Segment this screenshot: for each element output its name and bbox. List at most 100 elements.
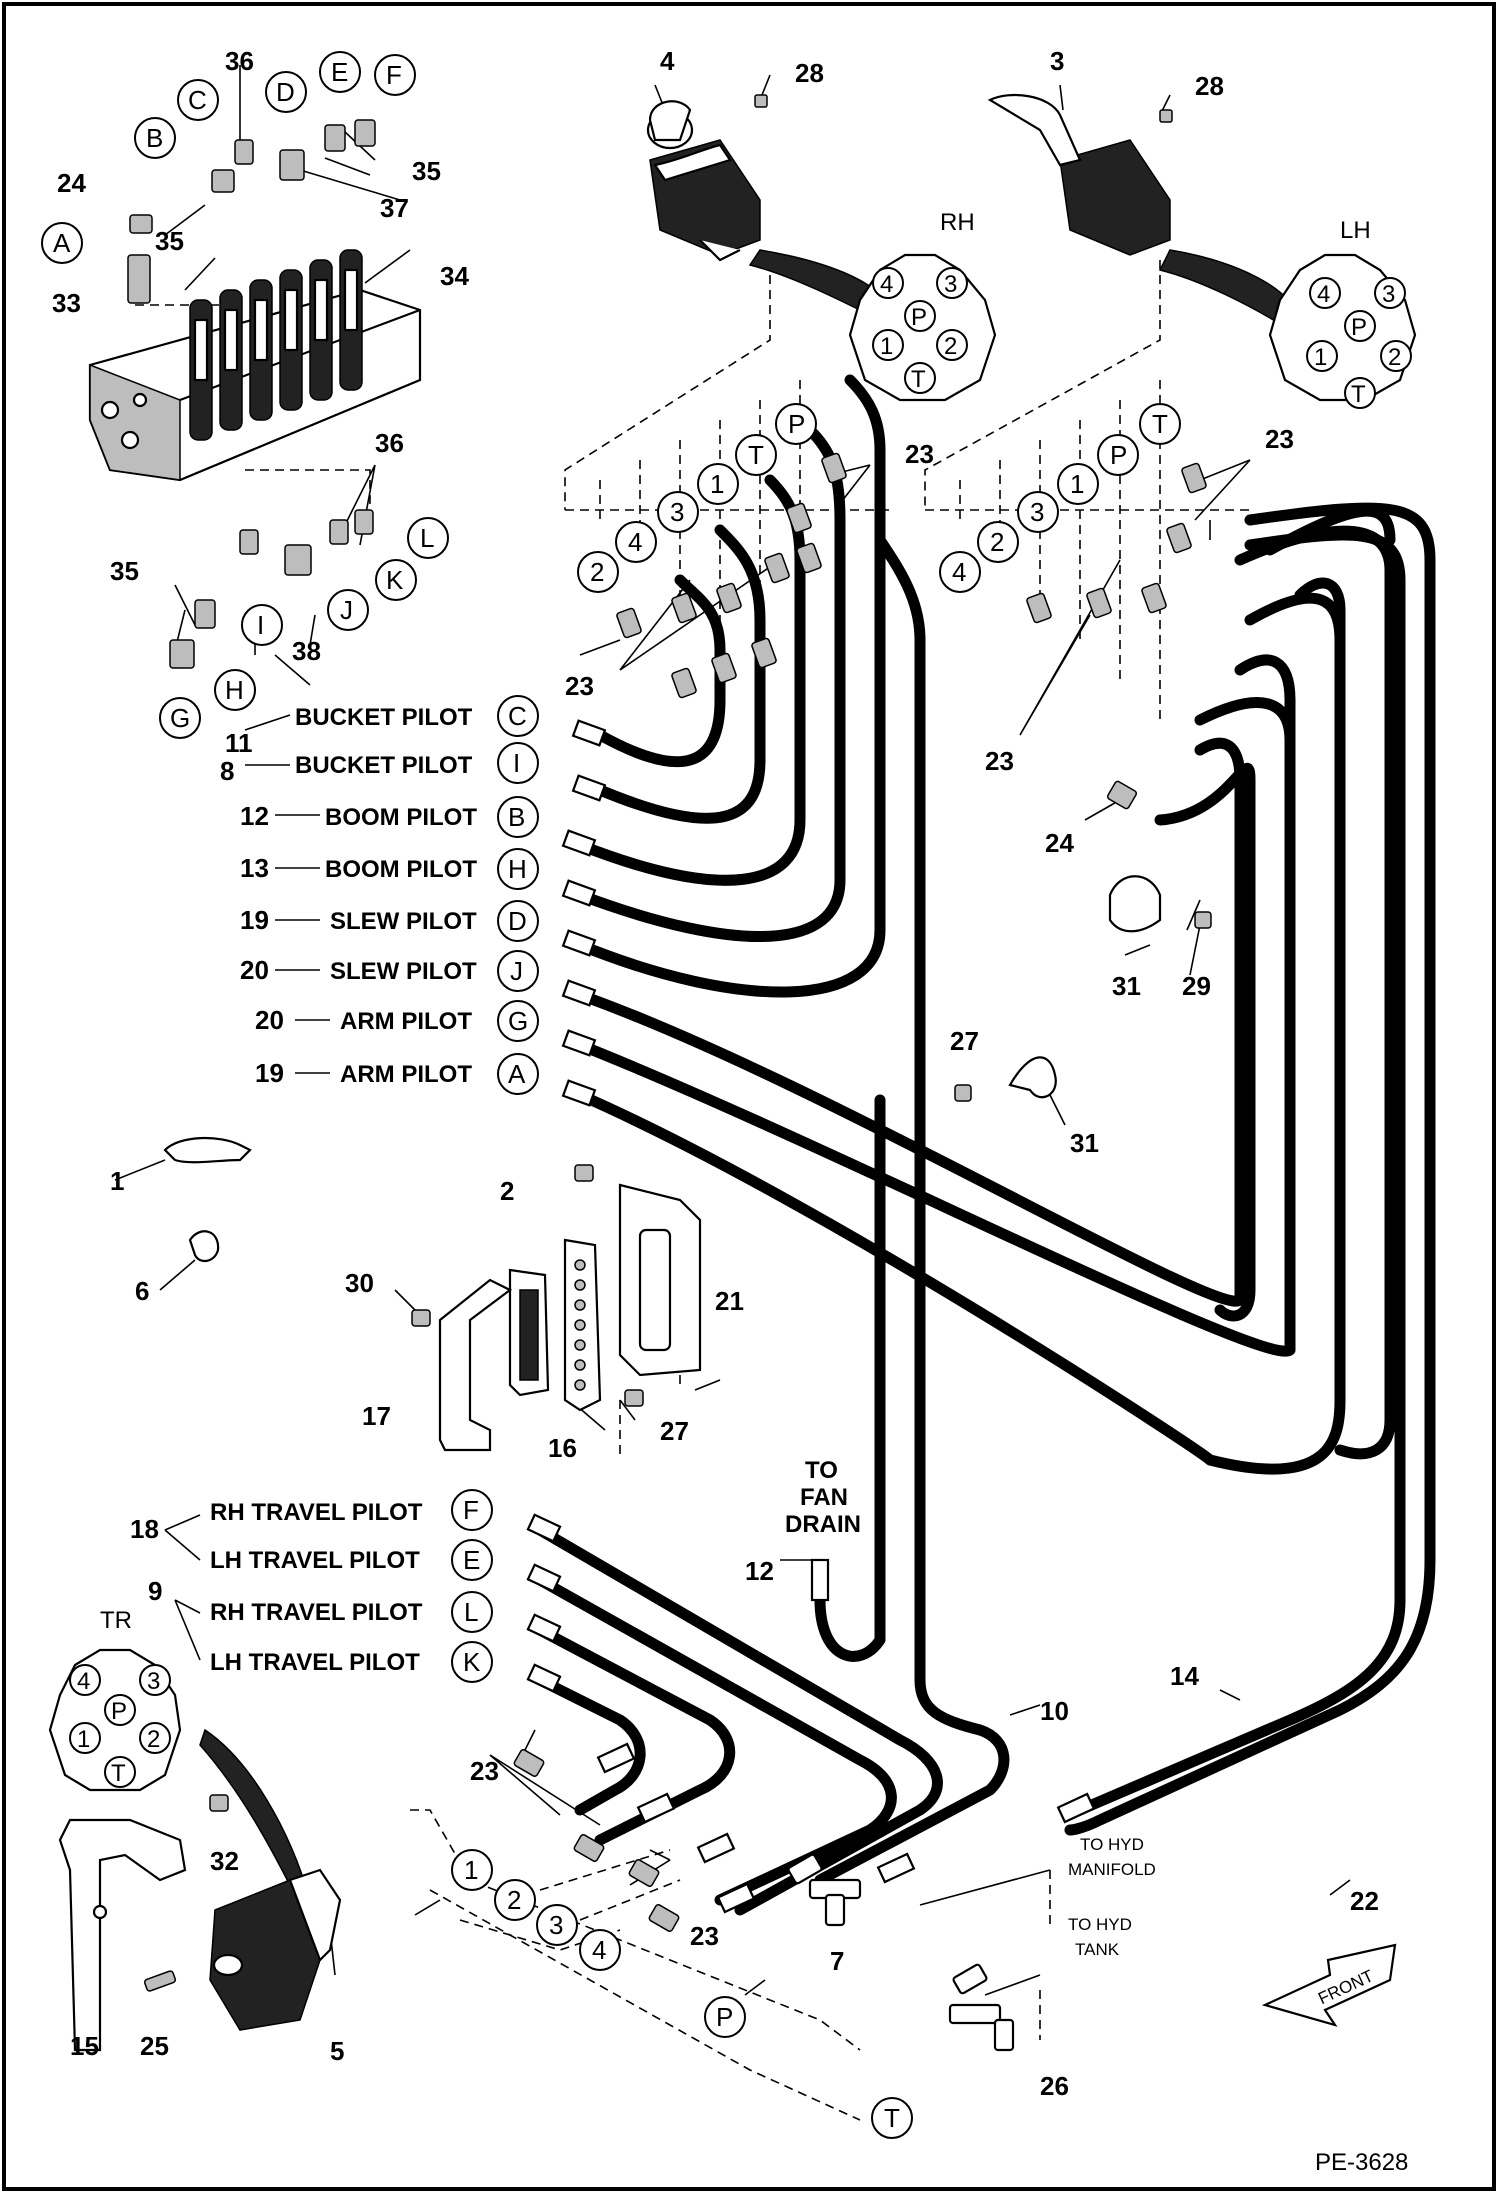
screw-28-rh	[754, 94, 768, 108]
svg-text:3: 3	[147, 1668, 160, 1695]
svg-text:4: 4	[77, 1668, 90, 1695]
svg-text:G: G	[508, 1006, 528, 1036]
tie-band-1	[163, 1137, 252, 1164]
clamp-31-upper	[1108, 875, 1212, 933]
hose-lh-loop-3	[1244, 592, 1346, 1396]
svg-text:19: 19	[240, 905, 269, 935]
hose-arm-a	[574, 577, 1346, 1475]
svg-text:E: E	[331, 57, 348, 87]
svg-text:31: 31	[1070, 1128, 1099, 1158]
svg-text:SLEW PILOT: SLEW PILOT	[330, 958, 477, 985]
svg-text:24: 24	[1045, 828, 1074, 858]
hose-bucket-c	[594, 574, 726, 768]
svg-text:T: T	[748, 440, 764, 470]
svg-text:2: 2	[147, 1726, 160, 1753]
hose-travel-l	[534, 1624, 736, 1846]
svg-text:RH TRAVEL PILOT: RH TRAVEL PILOT	[210, 1599, 423, 1626]
svg-text:P: P	[111, 1698, 127, 1725]
svg-text:I: I	[257, 610, 264, 640]
svg-text:1: 1	[1314, 344, 1327, 371]
hose-travel-k	[534, 1674, 646, 1816]
svg-text:2: 2	[990, 527, 1004, 557]
svg-text:36: 36	[225, 46, 254, 76]
svg-text:T: T	[1152, 409, 1168, 439]
hose-travel-f	[534, 1524, 943, 1916]
svg-text:I: I	[513, 748, 520, 778]
svg-text:35: 35	[110, 556, 139, 586]
hose-lh-loop-4	[1234, 525, 1396, 1460]
svg-text:2: 2	[590, 557, 604, 587]
svg-text:27: 27	[660, 1416, 689, 1446]
svg-text:30: 30	[345, 1268, 374, 1298]
control-valve-34	[88, 249, 422, 482]
lh-title: LH	[1340, 217, 1371, 244]
travel-port-tags: 1 2 3 4	[451, 1849, 621, 1971]
svg-text:SLEW PILOT: SLEW PILOT	[330, 908, 477, 935]
svg-text:P: P	[911, 304, 927, 331]
svg-text:20: 20	[255, 1005, 284, 1035]
valve-port-fittings	[127, 119, 376, 669]
svg-text:12: 12	[240, 801, 269, 831]
lh-joystick-3	[987, 93, 1301, 331]
rh-joystick-4	[646, 100, 891, 321]
svg-text:A: A	[53, 228, 71, 258]
svg-text:F: F	[386, 60, 402, 90]
svg-text:A: A	[508, 1059, 526, 1089]
svg-text:1: 1	[110, 1166, 124, 1196]
svg-text:14: 14	[1170, 1661, 1199, 1691]
svg-text:RH TRAVEL PILOT: RH TRAVEL PILOT	[210, 1499, 423, 1526]
svg-text:33: 33	[52, 288, 81, 318]
rh-port-tags: 2 4 3 1 T P	[577, 403, 817, 593]
svg-text:21: 21	[715, 1286, 744, 1316]
svg-text:E: E	[463, 1545, 480, 1575]
bulkhead-assembly	[411, 1164, 702, 1452]
svg-text:3: 3	[670, 497, 684, 527]
svg-text:27: 27	[950, 1026, 979, 1056]
svg-text:G: G	[170, 703, 190, 733]
hose-slew-j	[574, 737, 1246, 1307]
plug-6	[188, 1230, 220, 1263]
hose-lh-loop-2	[1194, 697, 1296, 1346]
svg-text:B: B	[146, 123, 163, 153]
svg-text:L: L	[420, 523, 434, 553]
svg-text:BOOM PILOT: BOOM PILOT	[325, 804, 477, 831]
hose-arm-g	[574, 654, 1296, 1357]
svg-text:TANK: TANK	[1075, 1940, 1120, 1959]
svg-text:H: H	[225, 675, 244, 705]
svg-text:15: 15	[70, 2031, 99, 2061]
svg-text:T: T	[911, 366, 926, 393]
svg-text:3: 3	[944, 271, 957, 298]
svg-text:TO HYD: TO HYD	[1080, 1835, 1144, 1854]
svg-text:T: T	[884, 2103, 900, 2133]
svg-text:22: 22	[1350, 1886, 1379, 1916]
svg-text:20: 20	[240, 955, 269, 985]
svg-text:3: 3	[1050, 46, 1064, 76]
hose-lh-loop-1	[1154, 762, 1256, 1322]
tee-fitting-7	[787, 1853, 862, 1927]
svg-text:ARM PILOT: ARM PILOT	[340, 1061, 472, 1088]
drawing-id: PE-3628	[1315, 2149, 1408, 2176]
svg-text:25: 25	[140, 2031, 169, 2061]
svg-text:D: D	[276, 77, 295, 107]
rh-title: RH	[940, 209, 975, 236]
svg-text:23: 23	[1265, 424, 1294, 454]
svg-text:BOOM PILOT: BOOM PILOT	[325, 856, 477, 883]
svg-text:12: 12	[745, 1556, 774, 1586]
svg-text:C: C	[188, 85, 207, 115]
hose-14	[1074, 529, 1406, 1816]
svg-text:31: 31	[1112, 971, 1141, 1001]
svg-text:19: 19	[255, 1058, 284, 1088]
svg-text:P: P	[1351, 314, 1367, 341]
svg-text:T: T	[1351, 381, 1366, 408]
svg-text:23: 23	[905, 439, 934, 469]
svg-text:H: H	[508, 854, 527, 884]
callout-numbers: 36 24 35 35 37 33 34 36 35 38 4 28 3 28 …	[52, 46, 1379, 2101]
hose-travel-e	[534, 1574, 897, 1906]
hose-fan-drain	[814, 1094, 886, 1662]
svg-text:2: 2	[500, 1176, 514, 1206]
svg-text:J: J	[340, 595, 353, 625]
svg-text:28: 28	[1195, 71, 1224, 101]
hose-bundle	[534, 374, 1436, 1916]
svg-text:K: K	[463, 1647, 481, 1677]
